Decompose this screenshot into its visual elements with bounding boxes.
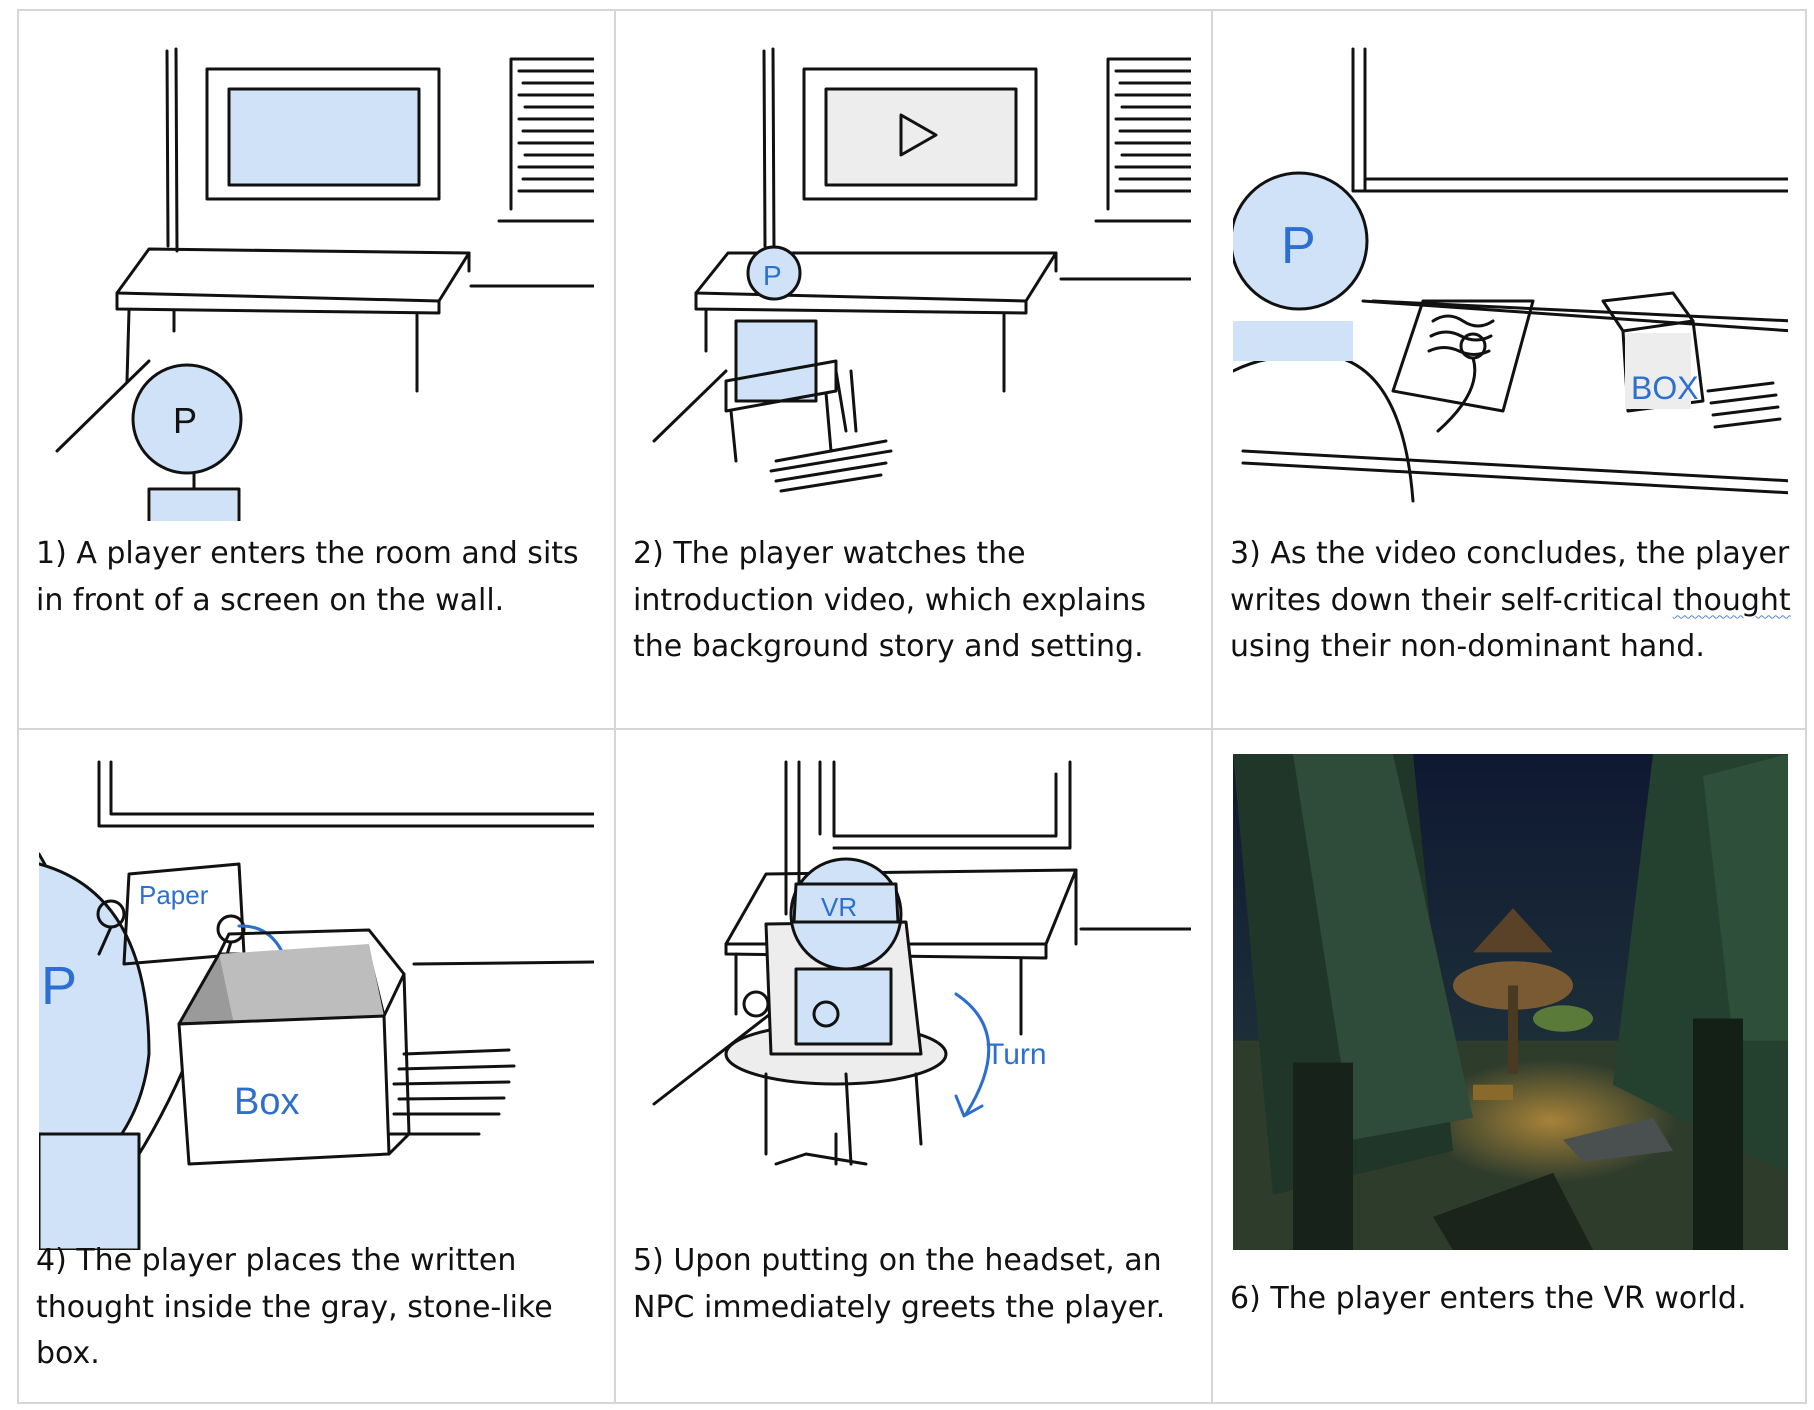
panel-5: VR Turn 5) Upon putting on the headset, … — [614, 728, 1213, 1404]
panel-2: P 2) The player watches the introduction… — [614, 9, 1213, 730]
svg-text:VR: VR — [821, 892, 857, 922]
svg-text:Turn: Turn — [986, 1038, 1047, 1071]
wall-screen — [802, 67, 1038, 201]
svg-text:Paper: Paper — [139, 880, 209, 910]
svg-text:P: P — [1281, 217, 1316, 275]
storyboard-grid: P 1) A player enters the room and sits i… — [17, 9, 1807, 1404]
chair-back — [734, 319, 818, 403]
panel-3: P BOX 3) As the video concludes, the pla… — [1211, 9, 1807, 730]
panel-1: P 1) A player enters the room and sits i… — [17, 9, 616, 730]
paper — [122, 862, 246, 966]
panel-5-sketch: VR Turn — [636, 754, 1191, 1250]
player-head — [1233, 171, 1369, 311]
panel-1-sketch: P — [39, 31, 594, 521]
player-head — [131, 363, 243, 475]
panel-3-sketch: P BOX — [1233, 31, 1788, 521]
panel-2-caption: 2) The player watches the introduction v… — [633, 536, 1147, 664]
panel-2-sketch: P — [636, 31, 1191, 521]
panel-4-caption: 4) The player places the written thought… — [36, 1243, 553, 1371]
panel-5-caption: 5) Upon putting on the headset, an NPC i… — [633, 1243, 1166, 1325]
player-head — [746, 245, 802, 301]
svg-text:BOX: BOX — [1631, 370, 1699, 406]
svg-text:P: P — [173, 400, 197, 441]
vr-world-screenshot — [1233, 754, 1788, 1250]
svg-text:Box: Box — [234, 1081, 299, 1123]
vr-headset — [792, 882, 900, 924]
svg-text:P: P — [41, 956, 77, 1016]
play-icon — [899, 113, 938, 157]
spelling-flag[interactable]: thought — [1672, 582, 1791, 618]
panel-1-caption: 1) A player enters the room and sits in … — [36, 536, 579, 618]
paper — [1391, 299, 1535, 413]
svg-text:P: P — [763, 260, 782, 291]
table-top — [115, 247, 471, 303]
panel-4: P Paper Box 4) The player places the wri… — [17, 728, 616, 1404]
wall-screen — [205, 67, 441, 201]
panel-3-caption: 3) As the video concludes, the player wr… — [1230, 536, 1791, 664]
panel-4-sketch: P Paper Box — [39, 754, 594, 1250]
panel-6: 6) The player enters the VR world. — [1211, 728, 1807, 1404]
panel-6-caption: 6) The player enters the VR world. — [1230, 1281, 1747, 1316]
